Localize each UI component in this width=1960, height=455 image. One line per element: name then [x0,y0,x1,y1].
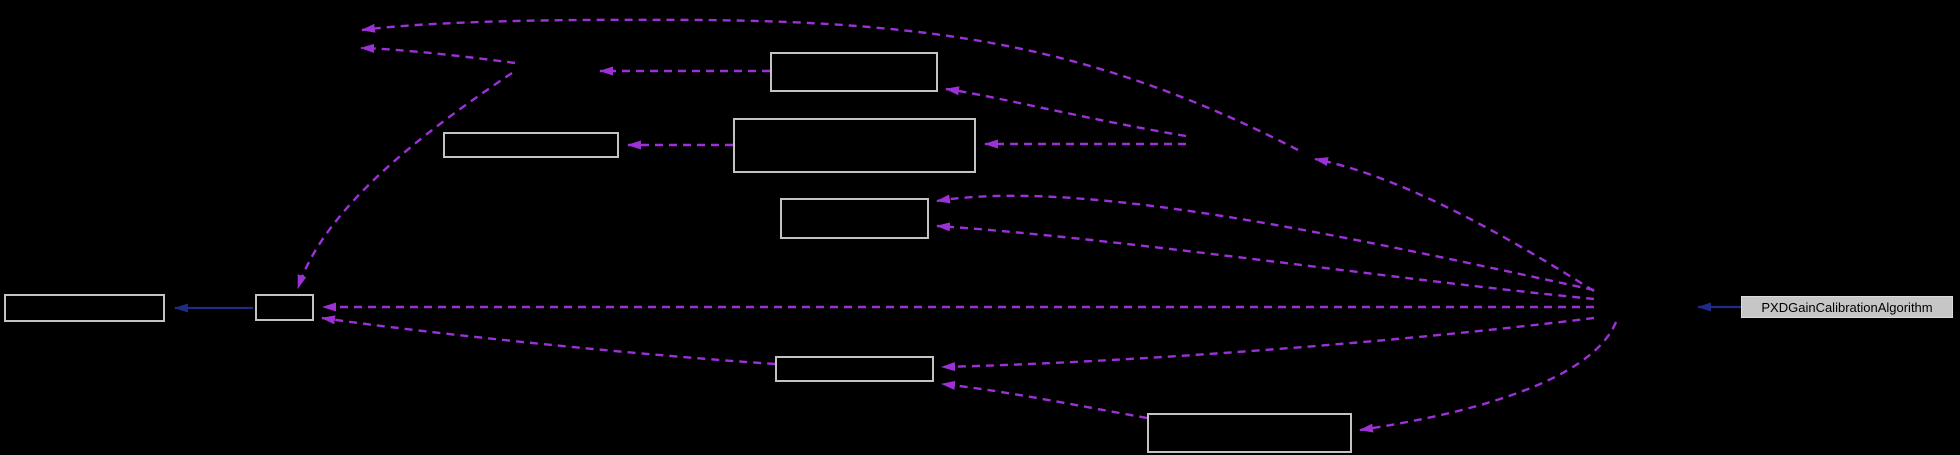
edge-hidden1-to-boxtop [945,86,1187,138]
class-box-mid-left[interactable] [443,132,619,158]
class-node-pxd-gain-calibration-algorithm[interactable]: PXDGainCalibrationAlgorithm [1741,296,1953,318]
class-box-bottom-mid[interactable] [775,356,934,382]
class-box-bottom-right[interactable] [1147,413,1352,453]
class-box-far-left[interactable] [4,294,165,322]
edge-hub-to-boxbottommid [941,316,1595,372]
class-box-large-center[interactable] [733,118,976,173]
edge-bottommid-to-square [321,315,776,366]
edge-hidden-mid-to-topleft2 [360,43,516,65]
edge-hidden2-to-topleft-arc [361,18,1299,152]
class-box-left-square[interactable] [255,294,314,321]
edge-hub-to-boxcenter-lower [936,222,1595,301]
edge-hub-to-boxcenter-upper [936,194,1595,292]
edge-hub-to-boxbottomright [1359,321,1618,433]
edge-hub-to-hidden2 [1314,157,1595,293]
edge-hidden-mid-to-square [296,72,513,289]
class-box-top[interactable] [770,52,938,92]
class-box-center-small[interactable] [780,198,929,239]
edge-bottomright-to-bottommid [941,380,1148,420]
